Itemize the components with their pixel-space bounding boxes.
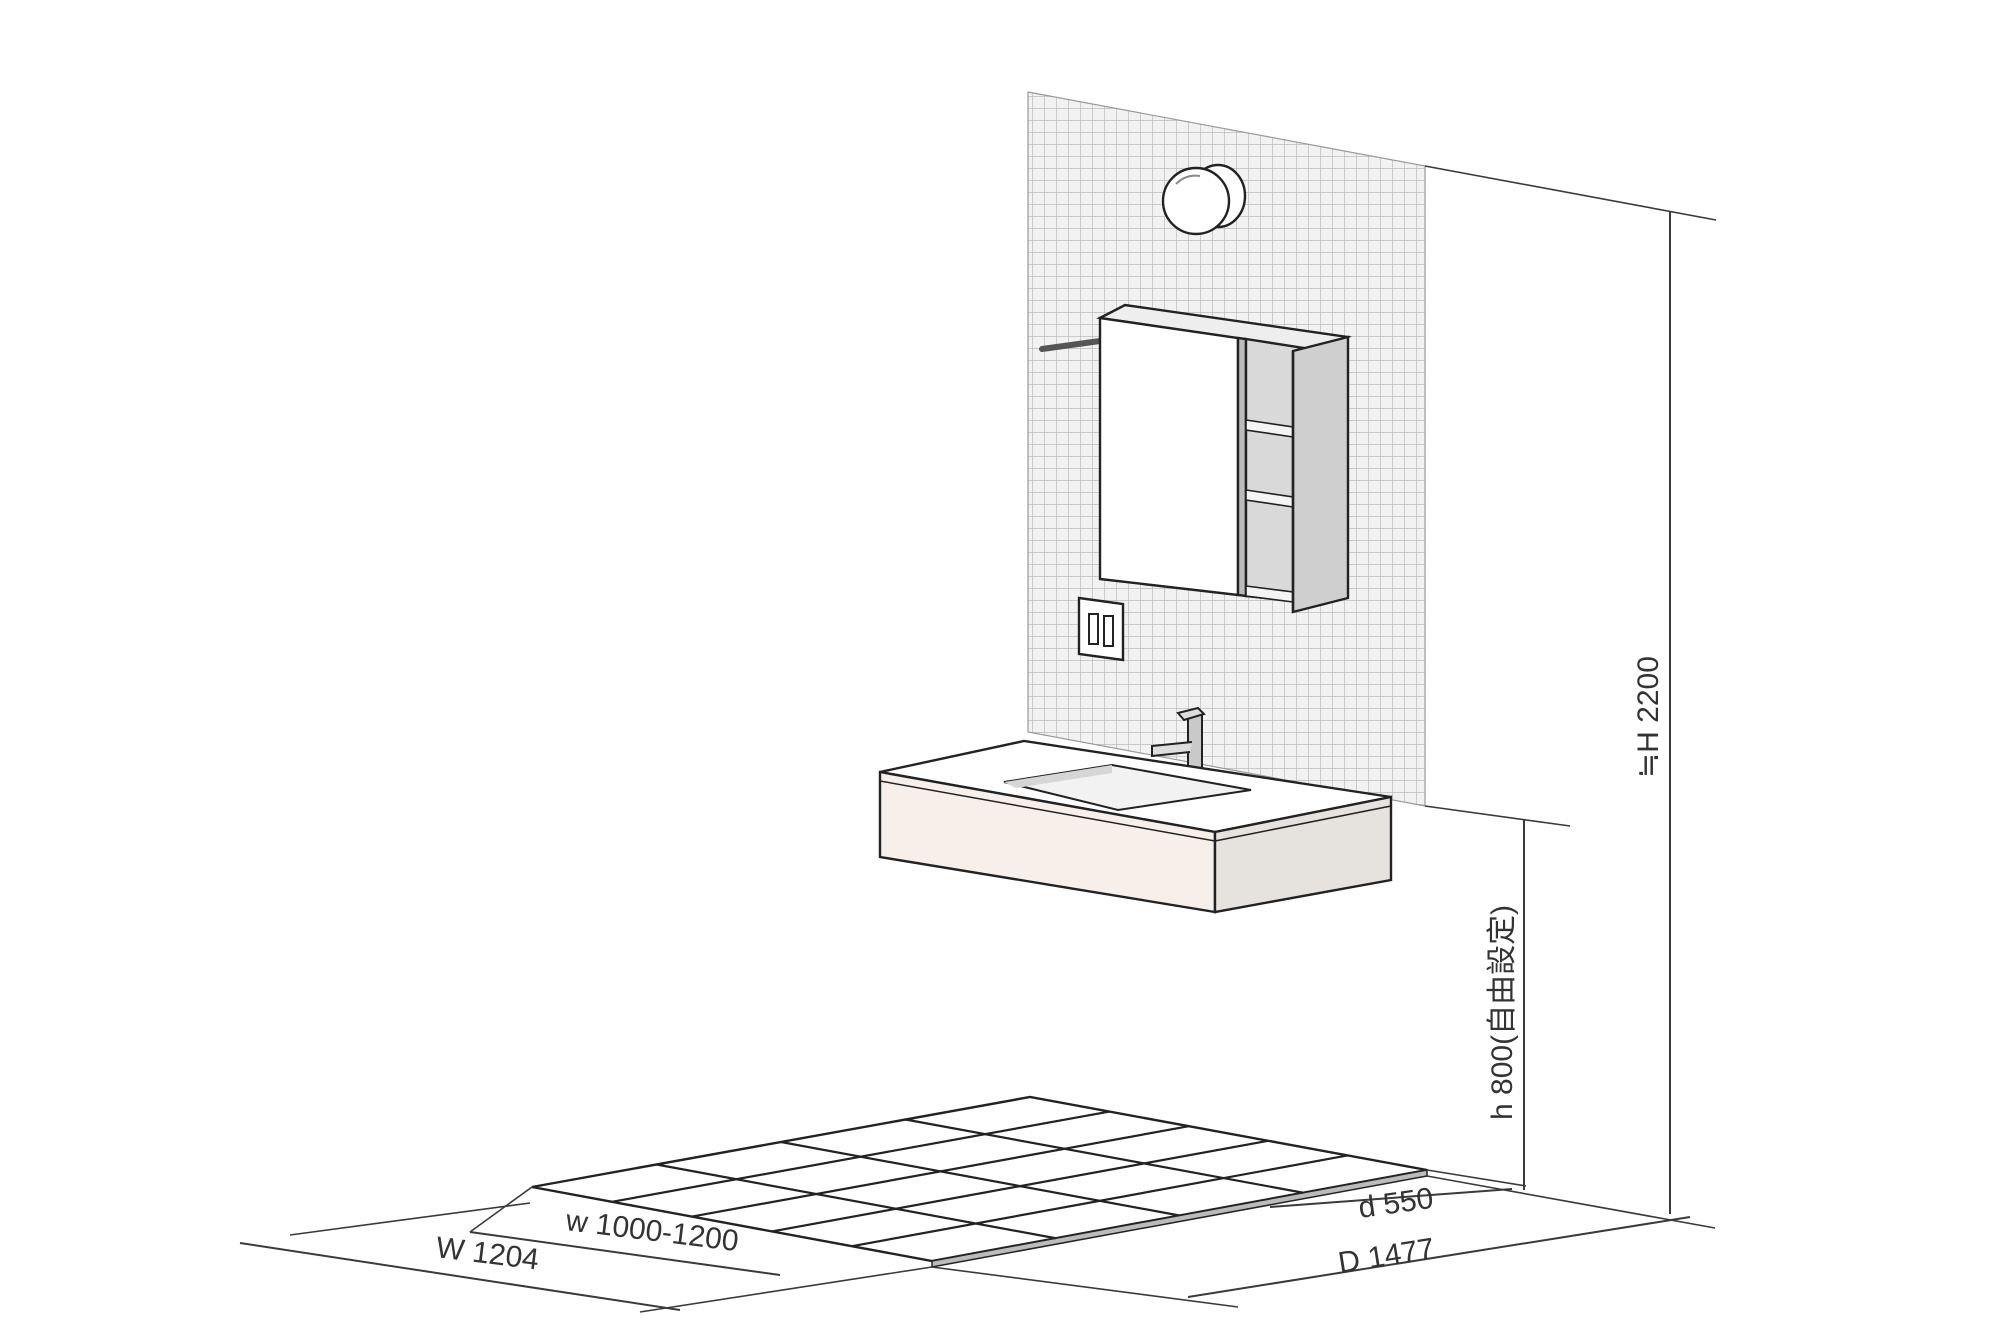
wall-light-fixture xyxy=(1161,163,1247,236)
counter-depth-label: d 550 xyxy=(1356,1182,1435,1225)
floor-tile-seam xyxy=(780,1140,1180,1217)
counter-width-dimension-line xyxy=(469,1231,781,1276)
counter-ref-line xyxy=(1424,805,1571,827)
vanity-counter xyxy=(878,739,1393,914)
room-depth-extension xyxy=(931,1266,1239,1308)
room-width-dimension-line xyxy=(239,1242,681,1311)
mirror-cabinet xyxy=(1096,303,1352,614)
floor-tile-seam xyxy=(656,1163,1056,1240)
power-outlet xyxy=(1077,596,1125,662)
dimension-lines xyxy=(239,212,1716,1313)
counter-height-label: h 800(自由設定) xyxy=(1486,905,1519,1120)
ceiling-line xyxy=(1424,165,1717,221)
floor-tile-seam xyxy=(771,1139,1269,1233)
total-height-label: ≒H 2200 xyxy=(1632,656,1665,778)
room-depth-label: D 1477 xyxy=(1336,1232,1437,1280)
faucet xyxy=(1151,706,1206,775)
floor-edge-extension-2 xyxy=(1426,1175,1716,1229)
room-depth-dimension-line xyxy=(1187,1216,1691,1298)
floor-tile-seam xyxy=(905,1118,1304,1194)
floor-tile-grid xyxy=(611,1110,1348,1248)
towel-bar xyxy=(1039,338,1103,352)
room-width-label: W 1204 xyxy=(434,1231,541,1276)
floor-edge-extension xyxy=(1426,1169,1527,1187)
floor-tile-seam xyxy=(691,1125,1189,1218)
counter-width-extension xyxy=(469,1186,533,1233)
floor-tile-seam xyxy=(851,1154,1348,1248)
room-width-extension-2 xyxy=(639,1266,933,1313)
room-width-extension xyxy=(289,1202,531,1236)
counter-depth-dimension-line xyxy=(1269,1188,1513,1208)
floor-tile-seam xyxy=(611,1110,1110,1203)
